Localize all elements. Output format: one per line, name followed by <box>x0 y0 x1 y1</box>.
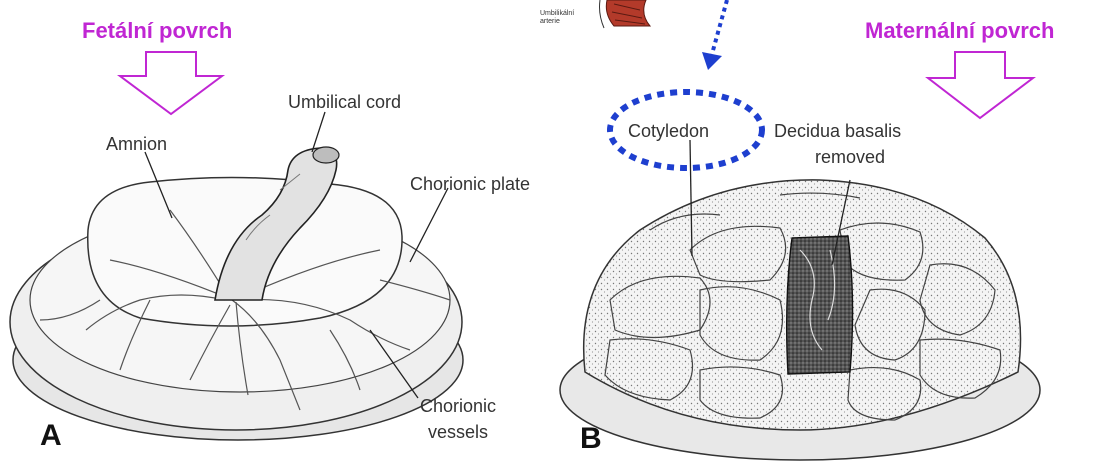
label-chorionic-vessels-line1: Chorionic <box>420 396 496 416</box>
maternal-surface-header: Maternální povrch <box>865 18 1054 43</box>
label-cotyledon: Cotyledon <box>628 121 709 141</box>
maternal-down-arrow-icon <box>928 52 1033 118</box>
panel-b-letter: B <box>580 422 602 455</box>
label-decidua-line2: removed <box>815 147 885 167</box>
label-chorionic-vessels-line2: vessels <box>428 422 488 442</box>
connector-arrowhead-icon <box>702 52 722 70</box>
umbilical-artery-inset: Umbilikální arterie <box>540 0 650 28</box>
label-chorionic-plate: Chorionic plate <box>410 174 530 194</box>
placenta-maternal-surface <box>560 180 1040 460</box>
fetal-surface-header: Fetální povrch <box>82 18 232 43</box>
inset-label-line2: arterie <box>540 18 560 25</box>
dotted-connector-arrow <box>712 0 727 54</box>
label-decidua-line1: Decidua basalis <box>774 121 901 141</box>
inset-label-line1: Umbilikální <box>540 10 574 17</box>
label-amnion: Amnion <box>106 134 167 154</box>
placenta-fetal-surface <box>10 147 463 440</box>
panel-a-letter: A <box>40 419 62 452</box>
label-umbilical-cord: Umbilical cord <box>288 92 401 112</box>
fetal-down-arrow-icon <box>120 52 222 114</box>
